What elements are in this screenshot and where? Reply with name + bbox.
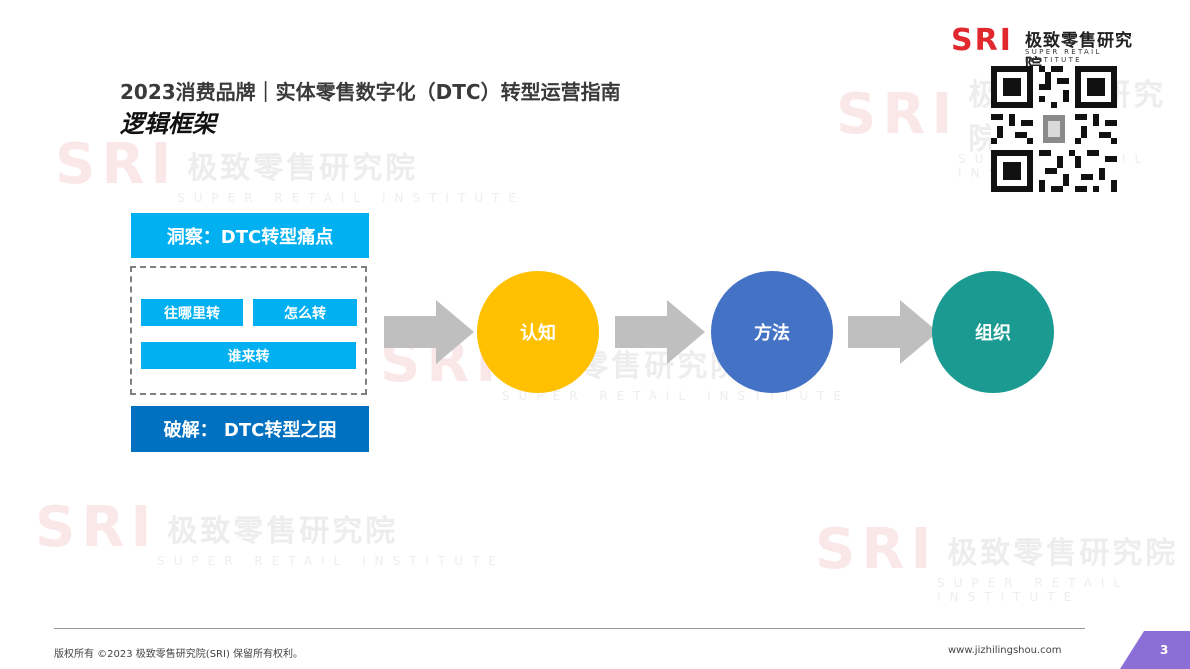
step-organization: 组织 [932, 271, 1054, 393]
pain-points-box [130, 266, 367, 395]
page-number: 3 [1160, 643, 1169, 657]
section-subtitle: 逻辑框架 [120, 110, 216, 138]
arrow-right-icon [615, 300, 705, 364]
brand-tagline: SUPER RETAIL INSTITUTE [1025, 48, 1102, 64]
qr-code-icon [991, 66, 1117, 192]
brand-logo-mark: SRI [951, 23, 1013, 58]
page-number-tab [1120, 631, 1190, 669]
tag-how-to-transform: 怎么转 [253, 299, 357, 326]
insight-header: 洞察：DTC转型痛点 [131, 213, 369, 258]
website-link[interactable]: www.jizhilingshou.com [948, 645, 1062, 656]
step-cognition: 认知 [477, 271, 599, 393]
solution-header: 破解： DTC转型之困 [131, 406, 369, 452]
copyright-text: 版权所有 ©2023 极致零售研究院(SRI) 保留所有权利。 [54, 649, 304, 660]
brand-logo: SRI 极致零售研究院 SUPER RETAIL INSTITUTE [951, 23, 1146, 77]
step-method: 方法 [711, 271, 833, 393]
arrow-right-icon [848, 300, 938, 364]
footer-divider [54, 628, 1085, 629]
arrow-right-icon [384, 300, 474, 364]
tag-where-to-transform: 往哪里转 [141, 299, 243, 326]
page-title: 2023消费品牌｜实体零售数字化（DTC）转型运营指南 [120, 80, 621, 104]
tag-who-transforms: 谁来转 [141, 342, 356, 369]
